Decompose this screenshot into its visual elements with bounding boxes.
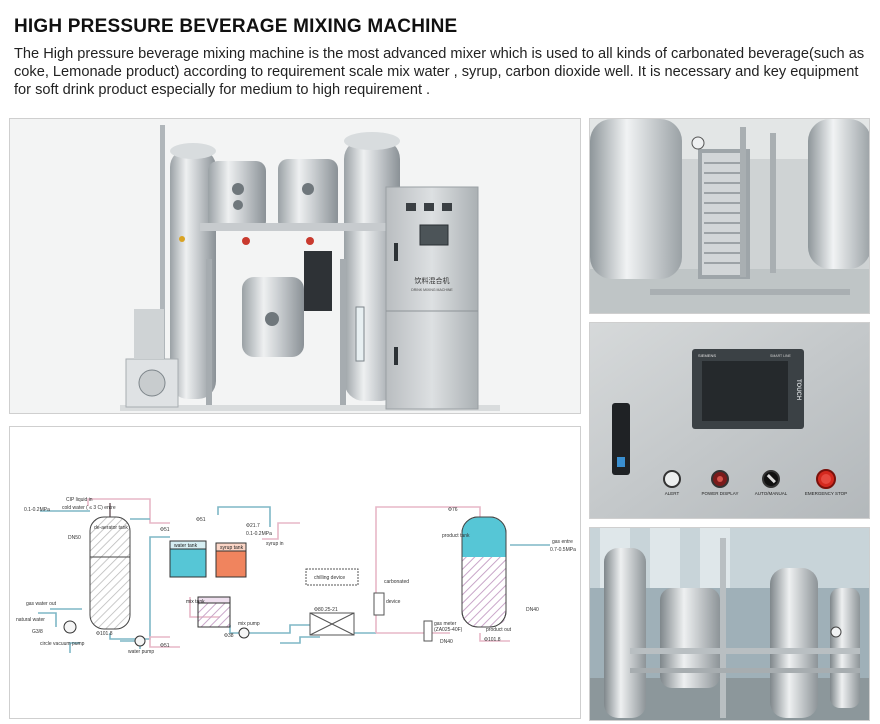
- label-product-tank: product tank: [442, 533, 470, 539]
- label-phi-chiller: Φ80.25-21: [314, 607, 338, 613]
- label-gas-entre: gas entre: [552, 539, 573, 545]
- label-emergency-stop: EMERGENCY STOP: [805, 491, 847, 496]
- label-pressure-left: 0.1-0.2MPa: [24, 507, 50, 513]
- label-water-pump: water pump: [128, 649, 154, 655]
- label-dn40-a: DN40: [440, 639, 453, 645]
- label-carbonated: carbonated: [384, 579, 409, 585]
- process-flow-diagram: 0.1-0.2MPa CIP liquid in cold water ( ≤ …: [9, 426, 581, 719]
- label-power-display: POWER DISPLAY: [702, 491, 739, 496]
- label-pressure-mid: 0.1-0.2MPa: [246, 531, 272, 537]
- nameplate-cn: 饮料混合机: [415, 276, 450, 285]
- screen-brand: SIEMENS: [698, 353, 716, 358]
- mix-tank: [197, 596, 231, 628]
- label-gas-meter: gas meter: [434, 621, 457, 627]
- label-cold-water: cold water ( ≤ 3 C) entre: [62, 505, 116, 511]
- plate-exchanger-photo: [589, 118, 870, 314]
- label-chilling: chilling device: [314, 575, 345, 581]
- label-gas-water-out: gas water out: [26, 601, 57, 607]
- vacuum-pump-image: [125, 309, 179, 408]
- vacuum-pump: [63, 620, 77, 634]
- label-phi101-left: Φ101.8: [96, 631, 113, 637]
- label-phi51-c: Φ51: [160, 643, 170, 649]
- cabinet-lock-handle: [612, 403, 630, 475]
- label-vacuum-pump: circle vacuum pump: [40, 641, 85, 647]
- control-panel-photo: SIEMENS SMART LINE TOUCH ALERT POWER DIS…: [589, 322, 870, 519]
- mix-tank-image: [242, 277, 304, 357]
- label-gas-meter-model: (ZA025-40F): [434, 627, 463, 633]
- label-phi51-a: Φ51: [160, 527, 170, 533]
- label-alert: ALERT: [665, 491, 680, 496]
- mix-pump: [238, 627, 250, 639]
- chilling-device: [305, 568, 359, 636]
- alert-light: [663, 470, 681, 488]
- machine-photo: 饮料混合机 DRINK MIXING MACHINE: [9, 118, 581, 414]
- power-display-light: [711, 470, 729, 488]
- water-pump: [134, 635, 146, 647]
- page-title: HIGH PRESSURE BEVERAGE MIXING MACHINE: [14, 16, 458, 37]
- label-mix-pump: mix pump: [238, 621, 260, 627]
- control-cabinet-image: 饮料混合机 DRINK MIXING MACHINE: [385, 186, 479, 410]
- carbonated-device: [373, 592, 385, 616]
- page-description: The High pressure beverage mixing machin…: [14, 46, 865, 98]
- nameplate-en: DRINK MIXING MACHINE: [411, 288, 453, 292]
- product-tank: [461, 516, 507, 628]
- label-phi51-b: Φ51: [196, 517, 206, 523]
- gas-meter: [423, 620, 433, 642]
- label-natural-water: natural water: [16, 617, 45, 623]
- label-phi21-7: Φ21.7: [246, 523, 260, 529]
- label-syrup-tank: syrup tank: [220, 545, 244, 551]
- plant-overview-photo: [589, 527, 870, 721]
- label-mix-tank: mix tank: [186, 599, 205, 605]
- touch-screen: SIEMENS SMART LINE TOUCH: [692, 349, 804, 429]
- syrup-tank: [215, 542, 247, 578]
- label-auto-manual: AUTO/MANUAL: [755, 491, 788, 496]
- label-product-out: product out: [486, 627, 512, 633]
- water-tank: [169, 540, 207, 578]
- label-phi76: Φ76: [448, 507, 458, 513]
- water-tank-image: [208, 161, 266, 231]
- deaerator-tank: [89, 503, 131, 630]
- label-dn50: DN50: [68, 535, 81, 541]
- label-syrup-in: syrup in: [266, 541, 284, 547]
- emergency-stop-button: [816, 469, 836, 489]
- label-phi101-right: Φ101.8: [484, 637, 501, 643]
- label-dn40-b: DN40: [526, 607, 539, 613]
- label-phi38: Φ38: [224, 633, 234, 639]
- screen-series: SMART LINE: [770, 354, 792, 358]
- label-water-tank: water tank: [174, 543, 198, 549]
- label-pressure-right: 0.7-0.5MPa: [550, 547, 576, 553]
- screen-touch-text: TOUCH: [795, 379, 801, 400]
- label-g3-8: G3/8: [32, 629, 43, 635]
- syrup-tank-image: [278, 159, 338, 231]
- auto-manual-switch: [762, 470, 780, 488]
- label-deaerator: de-aerator tank: [94, 525, 128, 531]
- label-device: device: [386, 599, 401, 605]
- deaerator-tank-image: [170, 143, 216, 399]
- label-cip: CIP liquid in: [66, 497, 93, 503]
